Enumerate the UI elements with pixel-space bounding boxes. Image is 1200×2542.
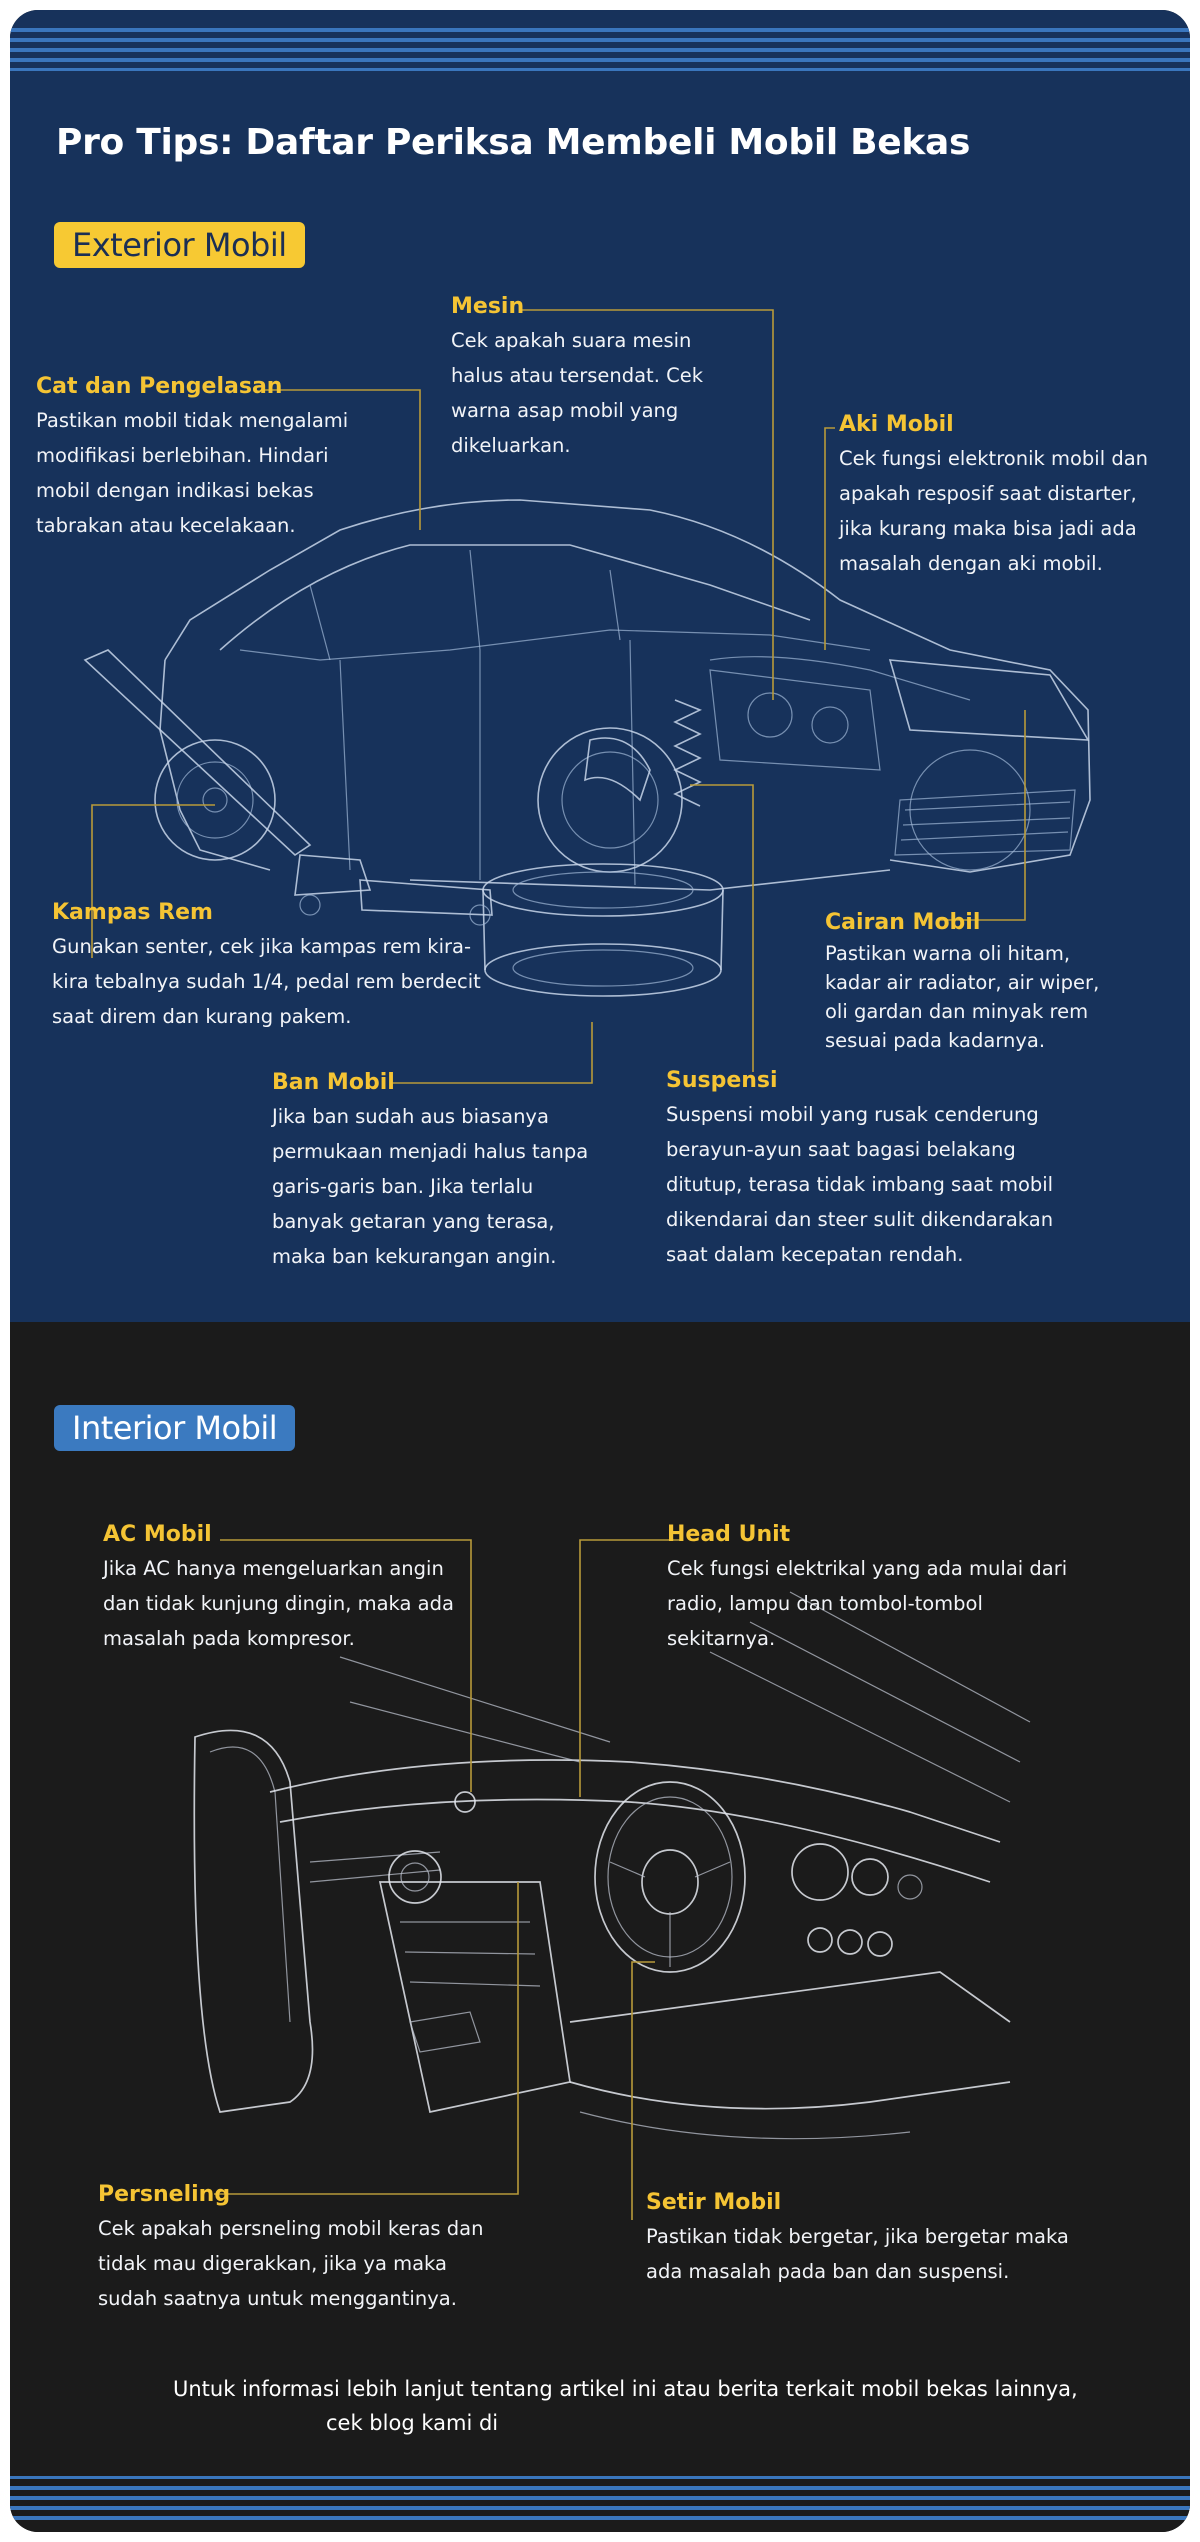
note-heading: Cat dan Pengelasan xyxy=(36,374,283,399)
note-text: Jika ban sudah aus biasanya permukaan me… xyxy=(272,1105,589,1268)
infographic: Pro Tips: Daftar Periksa Membeli Mobil B… xyxy=(10,10,1190,2532)
footer-line-2: cek blog kami di xyxy=(326,2411,499,2435)
note-heading: Head Unit xyxy=(667,1522,791,1547)
footer-stripe xyxy=(10,2516,1190,2520)
note-kampas-rem: Kampas Rem Gunakan senter, cek jika kamp… xyxy=(52,900,482,1034)
header-stripe xyxy=(10,68,1190,71)
note-text: Cek apakah persneling mobil keras dan ti… xyxy=(98,2217,484,2310)
note-heading: Suspensi xyxy=(666,1068,778,1093)
footer-stripe xyxy=(10,2476,1190,2479)
page-title: Pro Tips: Daftar Periksa Membeli Mobil B… xyxy=(56,122,971,163)
footer-stripe xyxy=(10,2496,1190,2500)
note-text: Pastikan warna oli hitam, kadar air radi… xyxy=(825,942,1100,1052)
note-heading: Kampas Rem xyxy=(52,900,213,925)
note-cairan-mobil: Cairan Mobil Pastikan warna oli hitam, k… xyxy=(825,910,1125,1055)
note-text: Cek fungsi elektronik mobil dan apakah r… xyxy=(839,447,1149,575)
note-text: Cek apakah suara mesin halus atau tersen… xyxy=(451,329,703,457)
interior-badge: Interior Mobil xyxy=(54,1405,296,1451)
note-head-unit: Head Unit Cek fungsi elektrikal yang ada… xyxy=(667,1522,1097,1656)
note-heading: Cairan Mobil xyxy=(825,910,981,935)
note-heading: Ban Mobil xyxy=(272,1070,395,1095)
note-text: Pastikan tidak bergetar, jika bergetar m… xyxy=(646,2225,1069,2283)
note-aki-mobil: Aki Mobil Cek fungsi elektronik mobil da… xyxy=(839,412,1159,581)
exterior-section: Pro Tips: Daftar Periksa Membeli Mobil B… xyxy=(10,10,1190,1322)
exterior-badge: Exterior Mobil xyxy=(54,222,305,268)
header-stripe xyxy=(10,38,1190,42)
header-stripe xyxy=(10,28,1190,32)
note-heading: AC Mobil xyxy=(103,1522,212,1547)
note-heading: Aki Mobil xyxy=(839,412,954,437)
note-ac-mobil: AC Mobil Jika AC hanya mengeluarkan angi… xyxy=(103,1522,478,1656)
note-heading: Setir Mobil xyxy=(646,2190,782,2215)
note-text: Cek fungsi elektrikal yang ada mulai dar… xyxy=(667,1557,1068,1650)
footer-stripe xyxy=(10,2506,1190,2510)
header-stripe xyxy=(10,48,1190,52)
footer-stripe xyxy=(10,2486,1190,2490)
footer-line-1: Untuk informasi lebih lanjut tentang art… xyxy=(173,2377,1078,2401)
note-text: Jika AC hanya mengeluarkan angin dan tid… xyxy=(103,1557,454,1650)
note-text: Pastikan mobil tidak mengalami modifikas… xyxy=(36,409,349,537)
note-persneling: Persneling Cek apakah persneling mobil k… xyxy=(98,2182,498,2316)
dashboard-wireframe-illustration xyxy=(193,1539,1031,2220)
note-heading: Persneling xyxy=(98,2182,231,2207)
note-text: Suspensi mobil yang rusak cenderung bera… xyxy=(666,1103,1054,1266)
note-heading: Mesin xyxy=(451,294,525,319)
note-suspensi: Suspensi Suspensi mobil yang rusak cende… xyxy=(666,1068,1086,1272)
interior-section: Interior Mobil AC Mobil Jika AC hanya me… xyxy=(10,1322,1190,2532)
note-setir-mobil: Setir Mobil Pastikan tidak bergetar, jik… xyxy=(646,2190,1106,2289)
header-stripe xyxy=(10,58,1190,62)
note-text: Gunakan senter, cek jika kampas rem kira… xyxy=(52,935,481,1028)
note-ban-mobil: Ban Mobil Jika ban sudah aus biasanya pe… xyxy=(272,1070,597,1274)
car-wireframe-illustration xyxy=(83,309,1091,1084)
note-mesin: Mesin Cek apakah suara mesin halus atau … xyxy=(451,294,741,463)
note-cat-pengelasan: Cat dan Pengelasan Pastikan mobil tidak … xyxy=(36,374,376,543)
